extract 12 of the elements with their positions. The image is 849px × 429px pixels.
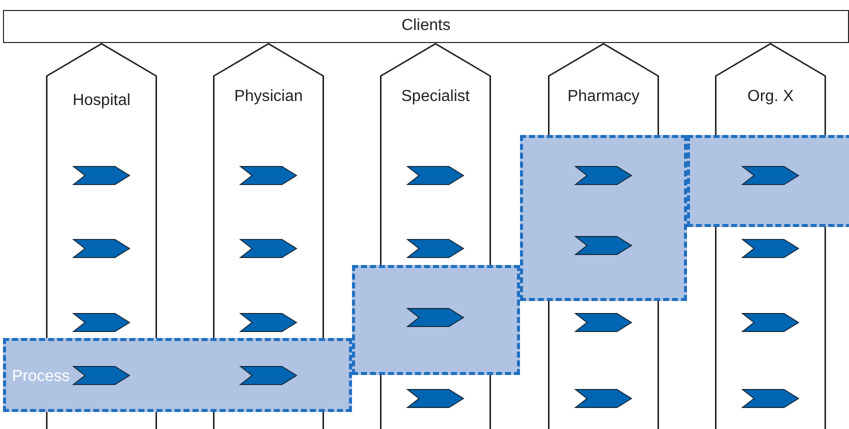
node-label: Physician xyxy=(234,88,303,106)
highlight-band xyxy=(3,338,352,412)
highlight-band xyxy=(352,265,520,375)
highlight-band xyxy=(520,135,687,301)
highlight-band xyxy=(687,135,849,227)
header-bar xyxy=(3,10,849,43)
node-label: Pharmacy xyxy=(567,88,640,106)
node-label: Hospital xyxy=(72,92,130,110)
node-label: Process xyxy=(12,368,70,386)
node-label: Clients xyxy=(402,17,450,35)
node-label: Org. X xyxy=(747,88,794,106)
node-label: Specialist xyxy=(401,88,470,106)
